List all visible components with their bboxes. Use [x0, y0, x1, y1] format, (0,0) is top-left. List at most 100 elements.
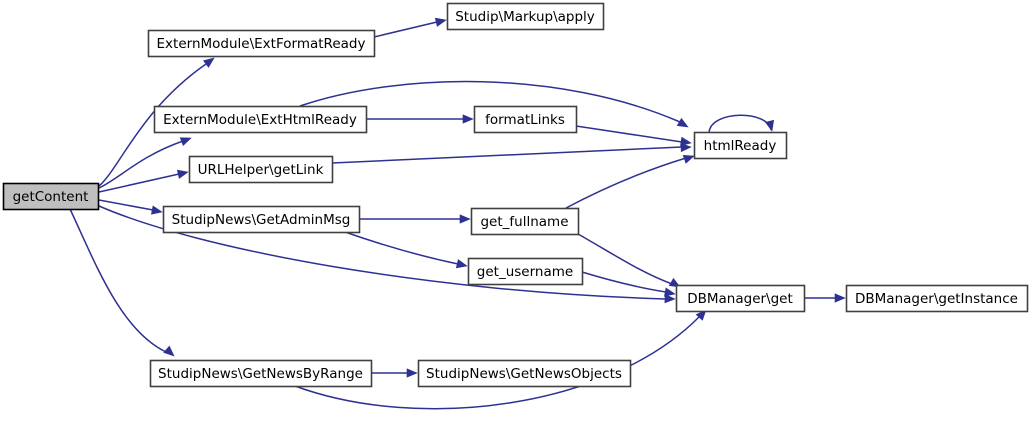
edge-line [299, 80, 681, 123]
arrow-head-icon [151, 205, 163, 215]
node-box[interactable] [473, 105, 578, 134]
call-edge-getAdminMsg-to-getFullname [359, 214, 471, 224]
arrow-head-icon [834, 293, 846, 303]
arrow-head-icon [406, 368, 418, 378]
node-box[interactable] [845, 284, 1029, 313]
edge-line [373, 21, 438, 38]
node-box[interactable] [147, 29, 376, 58]
arrow-head-icon [664, 287, 676, 297]
node-box[interactable] [2, 182, 100, 211]
node-box[interactable] [675, 284, 806, 313]
node-box[interactable] [467, 257, 584, 286]
node-label: ExternModule\ExtHtmlReady [163, 112, 357, 128]
node-label: get_username [477, 264, 573, 280]
node-box[interactable] [693, 131, 788, 160]
arrow-head-icon [434, 17, 447, 27]
edge-line [708, 114, 772, 133]
graph-node-extFormatReady[interactable]: ExternModule\ExtFormatReady [147, 29, 376, 58]
edge-line [577, 233, 673, 285]
call-edge-getContent-to-getAdminMsg [98, 199, 163, 215]
edge-line [98, 205, 667, 300]
graph-node-getNewsByRange[interactable]: StudipNews\GetNewsByRange [149, 359, 373, 388]
graph-node-htmlReady[interactable]: htmlReady [693, 131, 788, 160]
graph-node-formatLinks[interactable]: formatLinks [473, 105, 578, 134]
node-label: formatLinks [485, 112, 565, 128]
call-edge-extHtmlReady-to-formatLinks [366, 114, 474, 124]
graph-node-getContent[interactable]: getContent [2, 182, 100, 211]
edge-line [98, 173, 180, 193]
edge-line [98, 140, 184, 189]
edge-line [344, 231, 459, 265]
edges-layer [69, 17, 846, 410]
node-label: ExternModule\ExtFormatReady [157, 36, 366, 52]
node-label: get_fullname [480, 214, 568, 230]
node-box[interactable] [149, 359, 373, 388]
arrow-head-icon [680, 136, 692, 146]
call-edge-getContent-to-getNewsByRange [69, 208, 175, 357]
call-edge-getContent-to-getLink [98, 169, 189, 193]
call-edge-getNewsByRange-to-dbGet [294, 309, 707, 410]
node-box[interactable] [162, 205, 361, 234]
arrow-head-icon [462, 114, 474, 124]
call-edge-formatLinks-to-htmlReady [575, 125, 692, 146]
call-edge-getContent-to-dbGet [98, 205, 676, 304]
node-box[interactable] [446, 2, 605, 31]
node-label: htmlReady [704, 138, 777, 154]
arrow-head-icon [764, 119, 775, 132]
node-box[interactable] [417, 359, 632, 388]
call-edge-getContent-to-extHtmlReady [98, 137, 192, 189]
graph-node-getFullname[interactable]: get_fullname [470, 207, 580, 236]
graph-node-getNewsObjects[interactable]: StudipNews\GetNewsObjects [417, 359, 632, 388]
arrow-head-icon [680, 142, 692, 153]
edge-line [565, 157, 687, 209]
call-edge-getFullname-to-dbGet [577, 233, 681, 288]
call-edge-htmlReady-to-htmlReady [708, 114, 775, 133]
arrow-head-icon [695, 309, 707, 321]
arrow-head-icon [202, 57, 215, 68]
node-label: URLHelper\getLink [198, 162, 324, 178]
call-edge-getLink-to-htmlReady [331, 142, 692, 164]
call-edge-dbGet-to-dbGetInstance [804, 293, 846, 303]
node-box[interactable] [153, 105, 368, 134]
call-edge-getFullname-to-htmlReady [565, 154, 695, 209]
node-box[interactable] [470, 207, 580, 236]
graph-node-getAdminMsg[interactable]: StudipNews\GetAdminMsg [162, 205, 361, 234]
node-label: StudipNews\GetNewsObjects [426, 366, 622, 382]
node-label: Studip\Markup\apply [455, 9, 595, 25]
edge-line [69, 208, 167, 353]
nodes-layer: getContentExternModule\ExtFormatReadyStu… [2, 2, 1029, 388]
call-edge-getAdminMsg-to-getUsername [344, 231, 468, 269]
call-edge-getContent-to-extFormatReady [98, 57, 215, 187]
edge-line [581, 271, 667, 293]
arrow-head-icon [664, 293, 676, 304]
edge-line [98, 199, 154, 211]
node-box[interactable] [188, 155, 334, 184]
call-edge-getNewsByRange-to-getNewsObjects [371, 368, 418, 378]
node-label: getContent [13, 189, 89, 205]
graph-node-markupApply[interactable]: Studip\Markup\apply [446, 2, 605, 31]
graph-node-extHtmlReady[interactable]: ExternModule\ExtHtmlReady [153, 105, 368, 134]
edge-line [575, 125, 683, 143]
call-edge-getUsername-to-dbGet [581, 271, 676, 297]
arrow-head-icon [176, 169, 189, 179]
arrow-head-icon [163, 345, 175, 357]
arrow-head-icon [179, 137, 192, 147]
arrow-head-icon [682, 154, 695, 164]
arrow-head-icon [455, 259, 468, 269]
node-label: StudipNews\GetAdminMsg [172, 212, 351, 228]
graph-node-getUsername[interactable]: get_username [467, 257, 584, 286]
graph-node-dbGet[interactable]: DBManager\get [675, 284, 806, 313]
node-label: StudipNews\GetNewsByRange [158, 366, 363, 382]
call-edge-extHtmlReady-to-htmlReady [299, 80, 689, 128]
node-label: DBManager\get [687, 291, 793, 307]
call-edge-extFormatReady-to-markupApply [373, 17, 447, 38]
edge-line [331, 146, 683, 164]
graph-node-dbGetInstance[interactable]: DBManager\getInstance [845, 284, 1029, 313]
edge-line [98, 63, 207, 187]
graph-node-getLink[interactable]: URLHelper\getLink [188, 155, 334, 184]
arrow-head-icon [459, 214, 471, 224]
arrow-head-icon [676, 117, 689, 128]
node-label: DBManager\getInstance [855, 291, 1018, 307]
